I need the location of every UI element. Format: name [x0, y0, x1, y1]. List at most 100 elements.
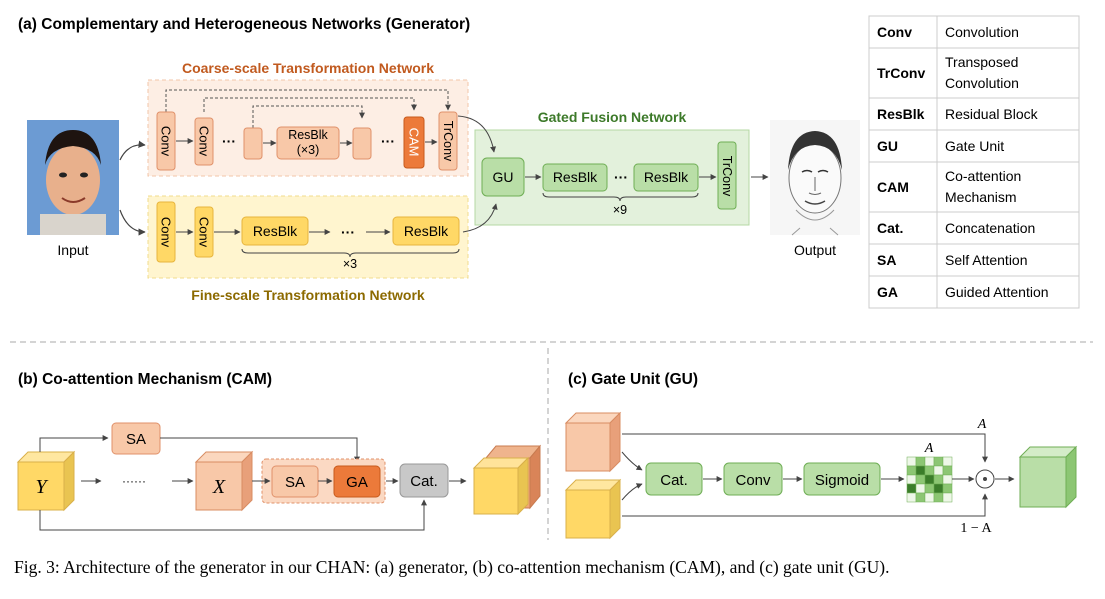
legend-description: Guided Attention — [945, 284, 1049, 300]
attention-map-cell — [906, 492, 917, 503]
attention-map-cell — [942, 492, 953, 503]
cam-arrow-to-sa-top — [39, 435, 109, 452]
legend-abbr: GU — [877, 138, 898, 154]
legend-row — [868, 243, 1080, 277]
svg-text:Cat.: Cat. — [660, 472, 688, 489]
cam-sa-top-block: SA — [111, 422, 161, 455]
attention-map-grid — [906, 456, 953, 503]
attention-map-cell — [906, 456, 917, 467]
legend-abbr: SA — [877, 252, 896, 268]
gu-yellow-cube — [564, 478, 622, 540]
attention-map-cell — [915, 474, 926, 485]
legend-abbr: GA — [877, 284, 898, 300]
fine-resblk1-block: ResBlk — [241, 216, 309, 246]
legend-abbr: ResBlk — [877, 106, 925, 122]
legend-description: Convolution — [945, 24, 1019, 40]
legend-row — [868, 15, 1080, 49]
gu-a-top-label: A — [977, 417, 987, 432]
coarse-skip-connections — [165, 89, 451, 128]
attention-map-cell — [933, 492, 944, 503]
attention-map-cell — [924, 474, 935, 485]
coarse-cam-block: CAM — [403, 116, 425, 169]
gu-orange-cube — [564, 411, 622, 473]
svg-text:Cat.: Cat. — [410, 473, 438, 490]
gu-conv-block: Conv — [723, 462, 783, 496]
output-sketch-image — [770, 120, 860, 236]
attention-map-cell — [924, 465, 935, 476]
attention-map-cell — [942, 474, 953, 485]
fusion-gu-block: GU — [481, 157, 525, 197]
attention-map-cell — [942, 465, 953, 476]
coarse-down-block — [243, 127, 263, 160]
cam-cat-block: Cat. — [399, 463, 449, 498]
cam-ga-block: GA — [333, 465, 381, 498]
svg-text:TrConv: TrConv — [720, 156, 734, 197]
attention-map-cell — [933, 465, 944, 476]
x-feature-cube: X — [194, 450, 254, 512]
gu-sigmoid-block: Sigmoid — [803, 462, 881, 496]
input-label: Input — [57, 242, 88, 258]
svg-text:ResBlk: ResBlk — [288, 128, 328, 142]
fusion-network-title: Gated Fusion Network — [538, 109, 687, 125]
gu-output-cube — [1018, 445, 1078, 509]
attention-map-cell — [942, 483, 953, 494]
legend-abbr: Cat. — [877, 220, 903, 236]
svg-text:CAM: CAM — [407, 128, 422, 157]
gu-odot-operator — [975, 469, 995, 489]
legend-abbr: Conv — [877, 24, 912, 40]
svg-text:SA: SA — [285, 474, 305, 491]
gu-one-minus-a-label: 1 − A — [960, 521, 992, 536]
svg-text:TrConv: TrConv — [441, 121, 455, 162]
legend-description: Residual Block — [945, 106, 1039, 122]
attention-map-cell — [915, 492, 926, 503]
gu-arrow-yellow-to-cat — [621, 483, 643, 501]
legend-row — [868, 47, 1080, 99]
svg-text:Conv: Conv — [197, 217, 212, 248]
svg-text:GU: GU — [493, 169, 514, 185]
fusion-resblk1-block: ResBlk — [542, 163, 608, 192]
legend-description: Gate Unit — [945, 138, 1004, 154]
y-feature-cube: Y — [16, 450, 76, 512]
attention-map-cell — [924, 492, 935, 503]
svg-text:Conv: Conv — [197, 126, 212, 157]
output-label: Output — [794, 242, 836, 258]
gu-cat-block: Cat. — [645, 462, 703, 496]
legend-row — [868, 97, 1080, 131]
attention-map-cell — [924, 483, 935, 494]
attention-map-cell — [915, 483, 926, 494]
svg-text:Sigmoid: Sigmoid — [815, 472, 869, 489]
fine-dots: ··· — [341, 224, 355, 240]
legend-row — [868, 275, 1080, 309]
coarse-conv1-block: Conv — [156, 111, 176, 171]
svg-text:(×3): (×3) — [297, 143, 320, 157]
legend-description: Mechanism — [945, 189, 1017, 205]
gu-arrow-top — [622, 433, 988, 463]
attention-map-cell — [933, 474, 944, 485]
svg-text:Conv: Conv — [735, 472, 771, 489]
svg-text:ResBlk: ResBlk — [644, 169, 689, 185]
legend-description: Concatenation — [945, 220, 1035, 236]
input-face-image — [27, 120, 119, 235]
svg-text:ResBlk: ResBlk — [553, 169, 598, 185]
attention-map-cell — [942, 456, 953, 467]
coarse-conv2-block: Conv — [194, 117, 214, 166]
panel-c-title: (c) Gate Unit (GU) — [568, 371, 698, 388]
cam-arrow-y-to-cat — [39, 499, 427, 531]
arrow-input-to-fine — [119, 209, 146, 236]
fine-brace — [241, 248, 460, 258]
gu-a-map-label: A — [924, 441, 934, 456]
svg-text:ResBlk: ResBlk — [404, 223, 449, 239]
cam-output-cube — [472, 444, 542, 516]
cam-dots: ······ — [122, 474, 146, 488]
arrow-input-to-coarse — [119, 140, 146, 161]
arrow-fine-to-gu — [462, 203, 498, 233]
attention-map-cell — [933, 483, 944, 494]
coarse-up-block — [352, 127, 372, 160]
svg-text:X: X — [212, 476, 226, 498]
coarse-dots-1: ··· — [222, 133, 236, 149]
panel-b-title: (b) Co-attention Mechanism (CAM) — [18, 371, 272, 388]
svg-text:GA: GA — [346, 474, 368, 491]
legend-description: Self Attention — [945, 252, 1028, 268]
svg-text:ResBlk: ResBlk — [253, 223, 298, 239]
